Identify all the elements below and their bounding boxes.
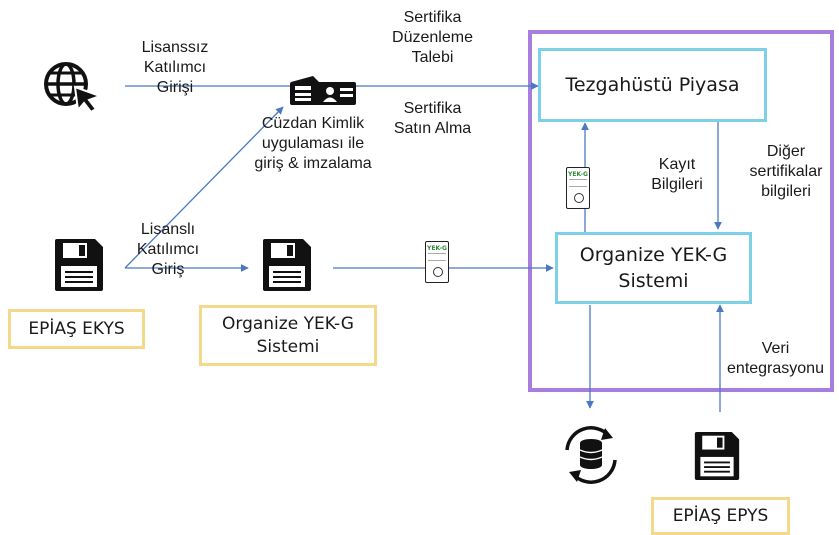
epias-ekys-box: EPİAŞ EKYS — [8, 309, 145, 349]
cuzdan-label: Cüzdan Kimlik uygulaması ile giriş & imz… — [254, 115, 372, 172]
certificate-icon: YEK-G — [566, 167, 590, 209]
certificate-title: YEK-G — [427, 245, 447, 252]
diger-sertifikalar-label: Diğer sertifikalar bilgileri — [749, 143, 823, 200]
certificate-title: YEK-G — [568, 171, 588, 178]
arrow-ekys-to-idcard — [124, 106, 284, 269]
lisansli-label: Lisanslı Katılımcı Giriş — [136, 221, 200, 278]
floppy-disk-icon — [55, 239, 103, 291]
system-boundary-frame — [528, 30, 834, 392]
epias-epys-box: EPİAŞ EPYS — [651, 497, 790, 535]
lisanssiz-label: Lisanssız Katılımcı Girişi — [141, 39, 209, 96]
sertifika-duzenleme-label: Sertifika Düzenleme Talebi — [392, 9, 473, 66]
kayit-bilgileri-label: Kayıt Bilgileri — [651, 156, 703, 193]
globe-cursor-icon — [44, 62, 103, 112]
sertifika-satin-alma-label: Sertifika Satın Alma — [393, 100, 472, 137]
veri-entegrasyonu-label: Veri entegrasyonu — [727, 340, 824, 377]
organize-yekg-main-box: Organize YEK-G Sistemi — [555, 232, 752, 304]
certificate-icon: YEK-G — [425, 241, 449, 283]
id-card-icon — [290, 76, 356, 105]
floppy-disk-icon — [263, 239, 311, 291]
tezgahustu-piyasa-box: Tezgahüstü Piyasa — [538, 48, 767, 122]
organize-yekg-left-box: Organize YEK-G Sistemi — [199, 305, 377, 366]
database-sync-icon — [565, 426, 617, 484]
floppy-disk-icon — [694, 432, 740, 480]
